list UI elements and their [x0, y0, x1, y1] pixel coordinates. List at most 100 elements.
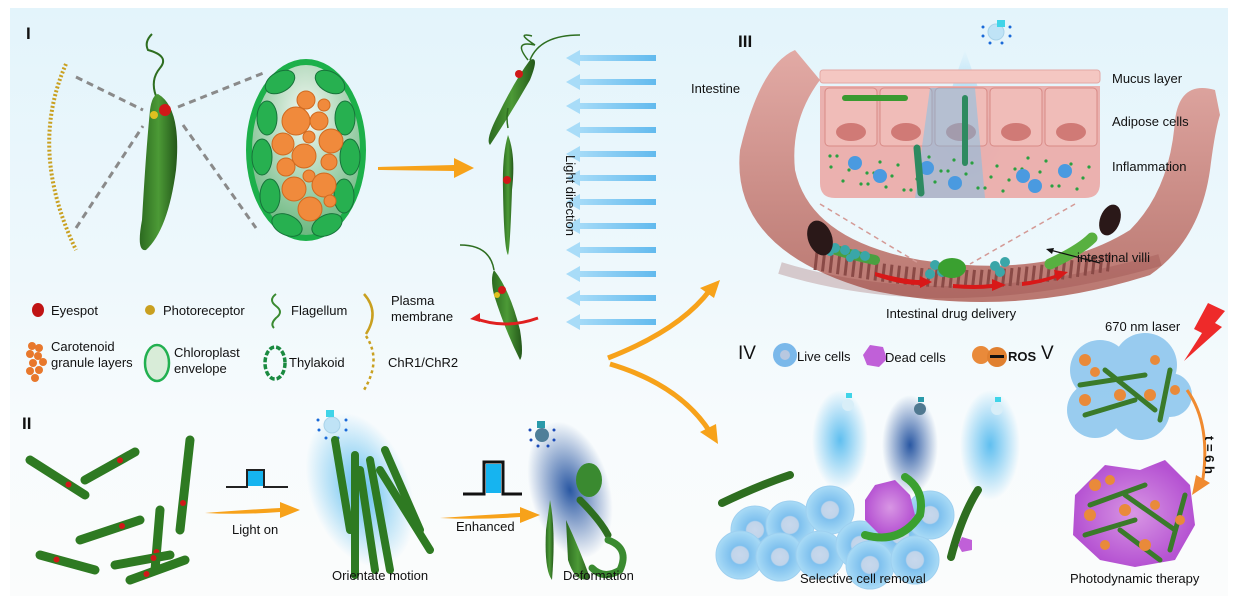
inset-dashed-lines [819, 203, 1076, 265]
leaving-euglena [947, 486, 982, 561]
deformed-euglena-bulb [566, 520, 590, 580]
villus [1076, 258, 1081, 278]
villus [978, 269, 984, 288]
light-direction-label: Light direction [563, 155, 578, 236]
time-arrow [1185, 389, 1210, 495]
legend-chloroplast-line1: Chloroplast [174, 345, 240, 360]
euglena [376, 466, 434, 554]
light-arrow [566, 50, 656, 66]
light-pulse-small-icon [226, 469, 288, 488]
dead-cell-icon [863, 345, 887, 367]
euglena [331, 436, 354, 534]
intestine-euglena-round [938, 258, 966, 278]
immune-cell [873, 169, 887, 183]
villus [843, 257, 849, 276]
light-arrow [566, 170, 656, 186]
euglena-orienting-group [459, 34, 581, 360]
villus [873, 262, 879, 281]
laser-bolt-icon [1184, 303, 1225, 361]
tissue-euglena-vertical-1 [913, 144, 925, 197]
thylakoid-icon [263, 345, 287, 381]
euglena [80, 447, 140, 485]
legend-chloroplast-line2: envelope [174, 361, 227, 376]
villus [1091, 256, 1096, 275]
villus [836, 256, 841, 275]
legend-chr: ChR1/ChR2 [388, 355, 459, 370]
dead-cells-legend: Dead cells [885, 350, 946, 365]
dead-tumor-cluster [1073, 460, 1195, 567]
flow-arrows [875, 270, 1068, 291]
panel-iv-legend-icons [773, 343, 1007, 367]
legend-plasma-line2: membrane [391, 309, 454, 324]
villus [933, 268, 939, 288]
light-on-arrow [205, 502, 300, 518]
chloroplast-diagram [246, 59, 366, 241]
light-arrow [566, 98, 656, 114]
light-arrow [566, 242, 656, 258]
light-arrow [566, 122, 656, 138]
eyespot-dot [159, 104, 171, 116]
tissue-inset [819, 69, 1101, 198]
lamp-icon-iv-2 [914, 397, 926, 415]
euglena [75, 515, 145, 545]
enhanced-label: Enhanced [456, 519, 515, 534]
immune-cell [948, 176, 962, 190]
ros-icon-a [972, 346, 990, 364]
legend-plasma-line1: Plasma [391, 293, 435, 308]
orientate-motion-caption: Orientate motion [332, 568, 429, 583]
panel-iii-label: III [738, 32, 753, 51]
euglena [381, 446, 424, 534]
villus [1008, 267, 1014, 287]
euglena-large-body [139, 94, 178, 251]
panel-i-arrow [378, 158, 474, 178]
light-arrow [566, 314, 656, 330]
carotenoid-granule-icon [26, 342, 47, 382]
light-arrow [566, 194, 656, 210]
villus [1061, 261, 1066, 280]
immune-cell [848, 156, 862, 170]
villus [1023, 266, 1029, 285]
inflammation-dots [828, 154, 1091, 193]
panel-iv-label: IV [738, 343, 756, 364]
legend-carotenoid-line2: granule layers [51, 355, 133, 370]
legend-flagellum: Flagellum [291, 303, 348, 318]
light-on-label: Light on [232, 522, 279, 537]
light-arrow [566, 218, 656, 234]
approaching-euglena [718, 471, 794, 507]
photodynamic-therapy-caption: Photodynamic therapy [1070, 571, 1200, 586]
live-cell [890, 535, 940, 585]
legend-photoreceptor: Photoreceptor [163, 303, 245, 318]
euglena [125, 555, 190, 585]
panel-v-label: V [1041, 343, 1054, 364]
flagellum-icon [271, 293, 281, 329]
immune-cell [1028, 179, 1042, 193]
wrapping-euglena [861, 473, 925, 542]
plasma-membrane-icon [363, 293, 374, 335]
deformed-euglena-straight [545, 500, 554, 580]
euglena [25, 455, 90, 500]
immune-cell [1016, 169, 1030, 183]
chr-membrane-arc [47, 63, 78, 251]
euglena [356, 466, 379, 574]
intestine-tube [739, 50, 1220, 302]
deformed-euglena-tilted [576, 496, 612, 539]
chr-channel-icon [362, 335, 375, 391]
light-arrow [566, 74, 656, 90]
adipose-cells [824, 87, 1098, 147]
small-dead-cell [958, 537, 972, 552]
chloroplast-envelope-icon [143, 343, 171, 383]
villus [1068, 260, 1074, 279]
villus [1083, 257, 1089, 276]
intestinal-drug-delivery-caption: Intestinal drug delivery [886, 306, 1017, 321]
light-arrow [566, 290, 656, 306]
ros-legend: ROS [1008, 349, 1037, 364]
inflammation-label: Inflammation [1112, 159, 1187, 174]
panel-i-label: I [26, 24, 31, 43]
legend-thylakoid: Thylakoid [289, 355, 345, 370]
light-direction-arrows [566, 50, 656, 330]
eyespot-icon [32, 303, 44, 317]
deformation-caption: Deformation [563, 568, 634, 583]
deformed-euglena-curled [588, 536, 627, 578]
